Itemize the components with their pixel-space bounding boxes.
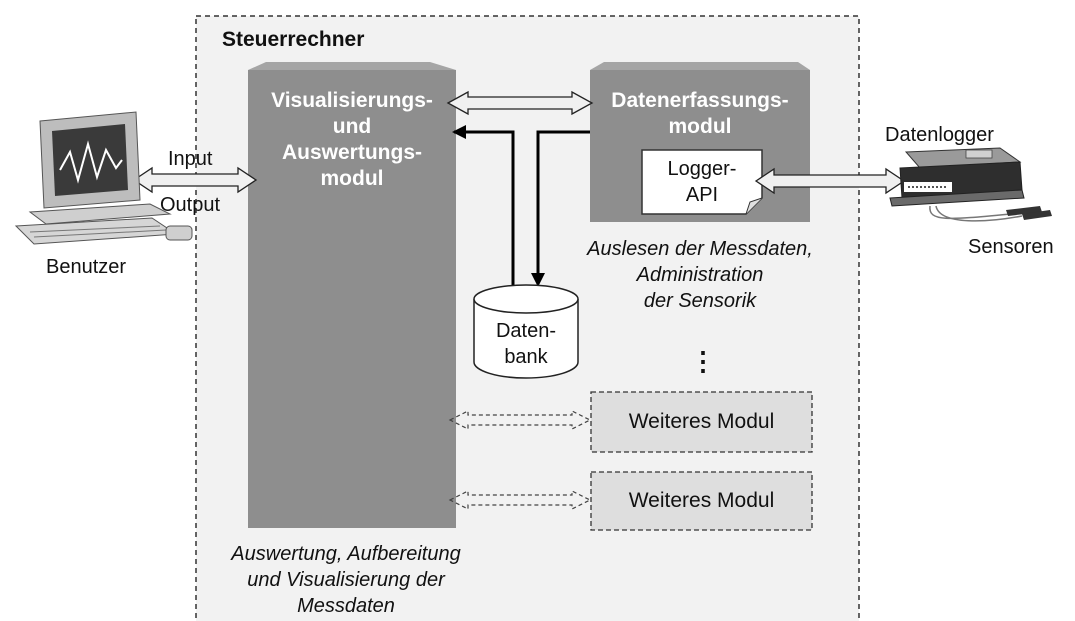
- visual-module-line-3: Auswertungs-: [281, 141, 422, 164]
- visual-module-line-2: und: [332, 115, 372, 138]
- output-label: Output: [160, 194, 221, 216]
- visual-caption-line-2: und Visualisierung der: [247, 569, 445, 591]
- datenlogger-icon: [889, 147, 1052, 222]
- database-label: Daten- bank: [474, 318, 578, 370]
- visual-module-label: Visualisierungs- und Auswertungs- modul: [248, 88, 456, 192]
- container-title: Steuerrechner: [222, 28, 365, 51]
- module-arrow-1: [448, 410, 592, 430]
- further-module-label-2: Weiteres Modul: [628, 489, 775, 512]
- user-label: Benutzer: [46, 256, 127, 278]
- database-top: [473, 284, 579, 314]
- further-module-box-2: [590, 471, 813, 531]
- logger-api-line-1: Logger-: [667, 158, 737, 180]
- acq-module-line-2: modul: [668, 115, 732, 138]
- db-line-down-head: [531, 273, 545, 287]
- visual-module: [248, 70, 456, 528]
- sensors-label: Sensoren: [968, 236, 1054, 258]
- computer-icon: [14, 111, 193, 245]
- visual-module-line-4: modul: [320, 167, 384, 190]
- module-link-arrow: [446, 90, 594, 116]
- visual-module-top: [248, 62, 456, 70]
- further-module-box-1: [590, 391, 813, 453]
- db-line-up-head: [452, 125, 466, 139]
- database-line-1: Daten-: [495, 320, 557, 342]
- db-line-up: [454, 130, 515, 286]
- acq-caption-line-1: Auslesen der Messdaten,: [587, 238, 813, 260]
- visual-caption: Auswertung, Aufbereitung und Visualisier…: [196, 541, 496, 619]
- database-line-2: bank: [504, 346, 548, 368]
- further-module-label-1: Weiteres Modul: [628, 410, 775, 433]
- logger-api-line-2: API: [685, 184, 719, 206]
- input-label: Input: [168, 148, 213, 170]
- module-arrow-2: [448, 490, 592, 510]
- visual-caption-line-1: Auswertung, Aufbereitung: [231, 543, 461, 565]
- acq-caption-line-2: Administration: [636, 264, 764, 286]
- visual-module-line-1: Visualisierungs-: [271, 89, 433, 112]
- datenlogger-label: Datenlogger: [885, 124, 994, 146]
- database-cylinder: [473, 299, 579, 379]
- acq-caption-line-3: der Sensorik: [643, 290, 757, 312]
- logger-api-label: Logger- API: [642, 156, 762, 208]
- acq-module-line-1: Datenerfassungs-: [611, 89, 789, 112]
- visual-caption-line-3: Messdaten: [297, 595, 395, 617]
- logger-api-note-fold: [745, 197, 763, 215]
- acq-module-top: [590, 62, 810, 70]
- io-arrow: [132, 166, 258, 194]
- acq-module-label: Datenerfassungs- modul: [590, 88, 810, 140]
- acq-caption: Auslesen der Messdaten, Administration d…: [550, 236, 850, 314]
- db-line-down: [536, 130, 590, 278]
- more-modules-ellipsis: ⋮: [690, 346, 716, 376]
